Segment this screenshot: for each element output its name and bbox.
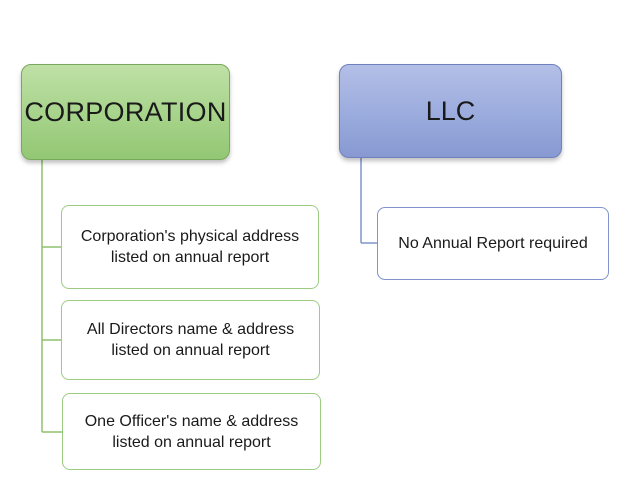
corporation-node: CORPORATION	[21, 64, 230, 160]
corporation-item-directors: All Directors name & address listed on a…	[61, 300, 320, 380]
corporation-title: CORPORATION	[24, 96, 227, 127]
corporation-item-officer: One Officer's name & address listed on a…	[62, 393, 321, 470]
corporation-item-label: One Officer's name & address listed on a…	[84, 412, 299, 451]
llc-item-label: No Annual Report required	[398, 235, 588, 252]
corporation-item-label: Corporation's physical address listed on…	[80, 228, 300, 266]
llc-node: LLC	[339, 64, 562, 158]
corporation-item-physical-address: Corporation's physical address listed on…	[61, 205, 319, 289]
llc-title: LLC	[425, 95, 476, 126]
corporation-item-label: All Directors name & address listed on a…	[86, 321, 295, 359]
llc-item-no-report: No Annual Report required	[377, 207, 609, 280]
